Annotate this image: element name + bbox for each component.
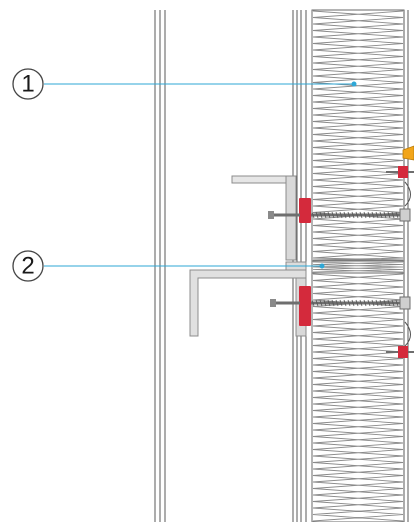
- insulation-lower: [311, 272, 405, 522]
- insulation-upper-hatch: [312, 10, 404, 261]
- screw-thread-lower: [311, 299, 399, 307]
- insulation-strip-hatch: [312, 261, 404, 273]
- insulation-strip: [311, 260, 405, 274]
- cladding-fastener-lower: [386, 321, 414, 358]
- callout-2-label: 2: [21, 252, 34, 279]
- callout-2: 2: [12, 250, 44, 282]
- screw-lower: [270, 286, 411, 326]
- screw-upper: [268, 198, 411, 223]
- insulation-upper: [311, 9, 405, 262]
- red-washer-icon: [299, 286, 311, 326]
- red-washer-icon: [299, 198, 311, 223]
- leader-line-1: [44, 81, 357, 87]
- lower-bracket: [189, 261, 307, 337]
- upper-bracket: [231, 175, 297, 261]
- cladding-fastener-upper: [386, 145, 414, 207]
- right-edge-lines: [403, 10, 409, 522]
- screw-thread-upper: [311, 211, 399, 219]
- leader-line-2: [44, 263, 325, 269]
- callout-1: 1: [12, 68, 44, 100]
- callout-1-label: 1: [21, 70, 34, 97]
